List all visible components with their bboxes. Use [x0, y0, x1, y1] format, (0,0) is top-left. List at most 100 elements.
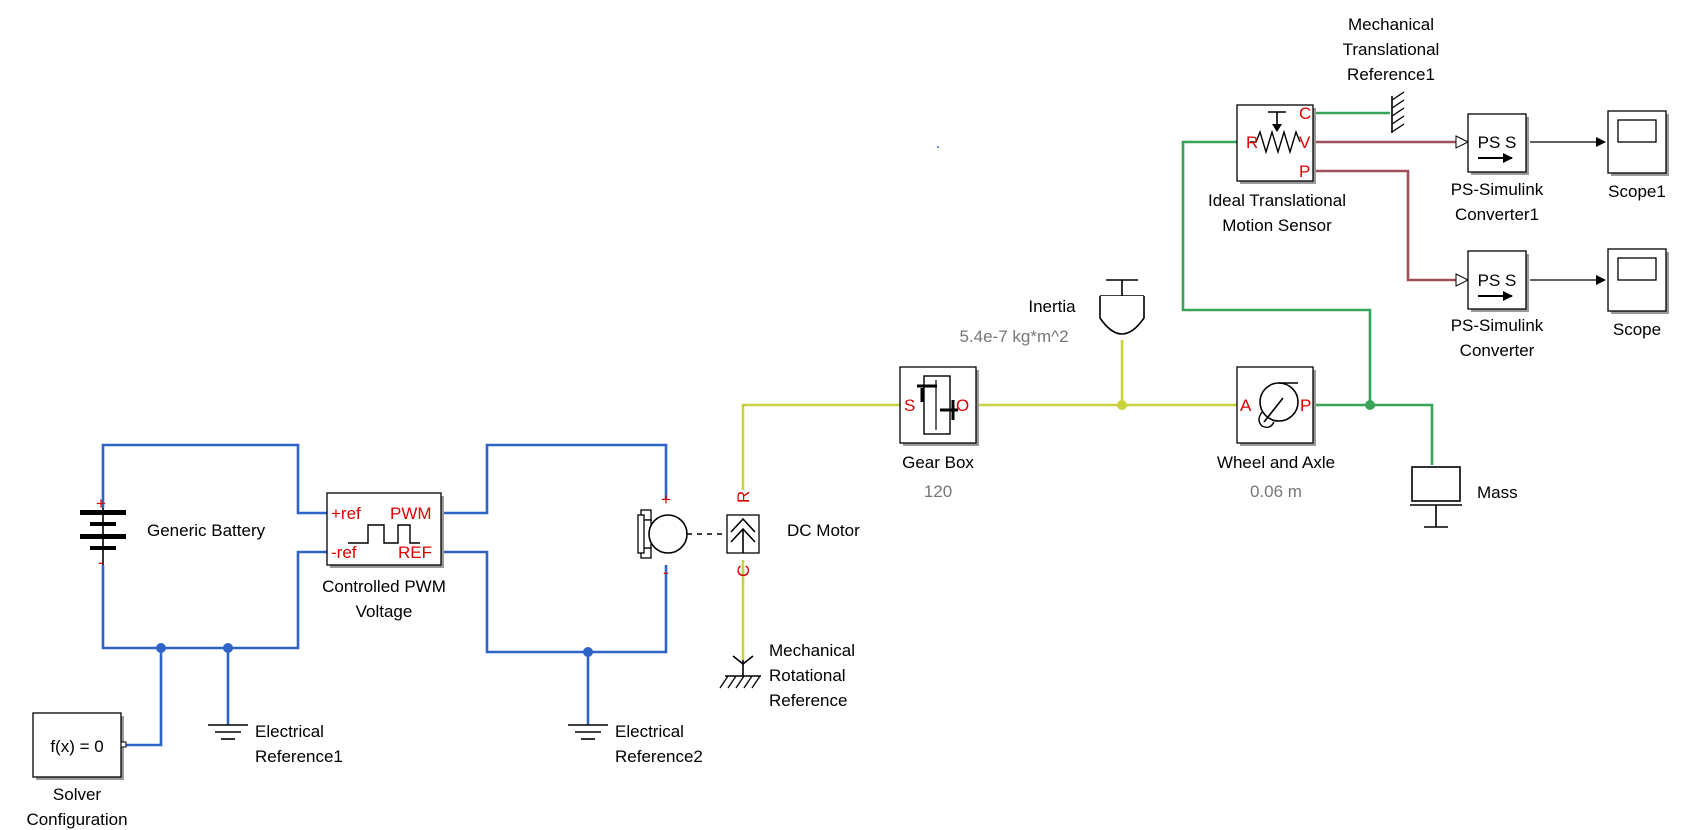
- mechanical-translational-reference1-block[interactable]: Mechanical Translational Reference1: [1343, 15, 1440, 133]
- dc-motor-block[interactable]: + - R C DC Motor: [637, 490, 860, 582]
- junction-dot: [156, 643, 166, 653]
- wire-wheel-to-mass[interactable]: [1315, 403, 1434, 465]
- mech-trans-ref-line3: Reference1: [1347, 65, 1435, 84]
- gear-box-block[interactable]: S O Gear Box 120: [899, 366, 979, 501]
- mechanical-rotational-reference-block[interactable]: Mechanical Rotational Reference: [719, 641, 855, 710]
- junction-dot: [1365, 400, 1375, 410]
- battery-plus-label: +: [96, 494, 106, 513]
- motor-port-c: C: [734, 565, 753, 577]
- mass-block[interactable]: Mass: [1410, 466, 1518, 528]
- rotational-wires[interactable]: [741, 340, 1237, 660]
- pwm-port-pwm: PWM: [390, 504, 432, 523]
- mech-rot-ref-line2: Rotational: [769, 666, 846, 685]
- mass-name: Mass: [1477, 483, 1518, 502]
- gearbox-param: 120: [924, 482, 952, 501]
- inertia-icon: [1099, 296, 1145, 335]
- inertia-block[interactable]: Inertia 5.4e-7 kg*m^2: [959, 279, 1145, 346]
- battery-plate-icon: [80, 510, 126, 515]
- controlled-pwm-voltage-block[interactable]: +ref -ref PWM REF Controlled PWM Voltage: [322, 492, 446, 621]
- wire-pwm-to-motor-plus[interactable]: [442, 443, 668, 515]
- battery-minus-label: -: [98, 553, 104, 572]
- pwm-port-nref: -ref: [331, 543, 357, 562]
- junction-dot: [223, 643, 233, 653]
- wheel-port-p: P: [1300, 396, 1311, 415]
- ps-simulink-converter-block[interactable]: PS S PS-Simulink Converter: [1451, 250, 1544, 360]
- pwm-port-ref: REF: [398, 543, 432, 562]
- wall-hatch-icon: [1391, 91, 1405, 133]
- wire-battery-plus-to-pwm[interactable]: [101, 443, 327, 515]
- scope1-block[interactable]: Scope1: [1607, 110, 1669, 201]
- battery-plate-icon: [80, 534, 126, 539]
- ps-conv1-name-line2: Converter1: [1455, 205, 1539, 224]
- motor-port-r: R: [734, 491, 753, 503]
- wheel-param: 0.06 m: [1250, 482, 1302, 501]
- solver-name-line1: Solver: [53, 785, 102, 804]
- inertia-param: 5.4e-7 kg*m^2: [959, 327, 1068, 346]
- electrical-reference1-block[interactable]: Electrical Reference1: [208, 722, 343, 766]
- pwm-name-line1: Controlled PWM: [322, 577, 446, 596]
- solver-text: f(x) = 0: [50, 737, 103, 756]
- motor-minus-label: -: [663, 563, 669, 582]
- ground-hatch-icon: [719, 675, 761, 689]
- scope-screen-icon: [1617, 257, 1657, 281]
- inertia-name: Inertia: [1028, 297, 1076, 316]
- scope1-name: Scope1: [1608, 182, 1666, 201]
- ps-simulink-converter1-block[interactable]: PS S PS-Simulink Converter1: [1451, 113, 1544, 224]
- physical-signal-wires[interactable]: [1315, 135, 1470, 287]
- wheel-and-axle-block[interactable]: A P Wheel and Axle 0.06 m: [1217, 366, 1335, 501]
- scope-name: Scope: [1613, 320, 1661, 339]
- sensor-port-r: R: [1246, 133, 1258, 152]
- ideal-translational-motion-sensor-block[interactable]: R C V P Ideal Translational Motion Senso…: [1208, 104, 1346, 235]
- sensor-port-p: P: [1299, 162, 1310, 181]
- wire-solver[interactable]: [124, 648, 163, 747]
- wire-pwm-to-motor-minus[interactable]: [442, 550, 668, 654]
- sensor-port-c: C: [1299, 104, 1311, 123]
- signal-wires[interactable]: [1530, 137, 1606, 285]
- ps-conv1-text: PS S: [1478, 133, 1517, 152]
- battery-name: Generic Battery: [147, 521, 266, 540]
- wire-motor-r-to-gearbox[interactable]: [741, 403, 900, 490]
- gearbox-port-s: S: [904, 396, 915, 415]
- mech-trans-ref-line2: Translational: [1343, 40, 1440, 59]
- elec-ref1-line2: Reference1: [255, 747, 343, 766]
- wheel-port-a: A: [1240, 396, 1252, 415]
- motor-plus-label: +: [661, 490, 671, 509]
- electrical-wires[interactable]: [101, 443, 668, 747]
- stray-dot: [937, 146, 939, 148]
- ps-port-arrow: [1455, 135, 1470, 149]
- ps-conv-name-line2: Converter: [1460, 341, 1535, 360]
- scope-screen-icon: [1617, 119, 1657, 143]
- ps-conv-text: PS S: [1478, 271, 1517, 290]
- sensor-name-line1: Ideal Translational: [1208, 191, 1346, 210]
- scope-block[interactable]: Scope: [1607, 248, 1669, 339]
- elec-ref1-line1: Electrical: [255, 722, 324, 741]
- wire-wheel-to-sensor-r[interactable]: [1181, 140, 1372, 405]
- motor-icon: [648, 514, 688, 554]
- pwm-port-pref: +ref: [331, 504, 361, 523]
- ps-conv-name-line1: PS-Simulink: [1451, 316, 1544, 335]
- battery-plate-icon: [90, 546, 116, 550]
- sensor-port-v: V: [1299, 133, 1311, 152]
- translational-wires[interactable]: [1181, 111, 1434, 465]
- elec-ref2-line1: Electrical: [615, 722, 684, 741]
- pwm-name-line2: Voltage: [356, 602, 413, 621]
- wire-sensor-p-to-ps[interactable]: [1315, 169, 1456, 282]
- wheel-name: Wheel and Axle: [1217, 453, 1335, 472]
- solver-name-line2: Configuration: [26, 810, 127, 829]
- generic-battery-block[interactable]: + - Generic Battery: [80, 494, 266, 572]
- sensor-name-line2: Motion Sensor: [1222, 216, 1332, 235]
- ps-port-arrow: [1455, 273, 1470, 287]
- mech-rot-ref-line1: Mechanical: [769, 641, 855, 660]
- sensor-resistor-icon: [1250, 129, 1301, 155]
- electrical-reference2-block[interactable]: Electrical Reference2: [568, 722, 703, 766]
- mass-icon: [1411, 466, 1461, 502]
- ps-conv1-name-line1: PS-Simulink: [1451, 180, 1544, 199]
- junction-dot: [1117, 400, 1127, 410]
- elec-ref2-line2: Reference2: [615, 747, 703, 766]
- solver-configuration-block[interactable]: f(x) = 0 Solver Configuration: [26, 712, 128, 829]
- gearbox-port-o: O: [956, 396, 969, 415]
- dc-motor-name: DC Motor: [787, 521, 860, 540]
- junction-dot: [583, 647, 593, 657]
- wire-battery-minus-loop[interactable]: [101, 550, 327, 650]
